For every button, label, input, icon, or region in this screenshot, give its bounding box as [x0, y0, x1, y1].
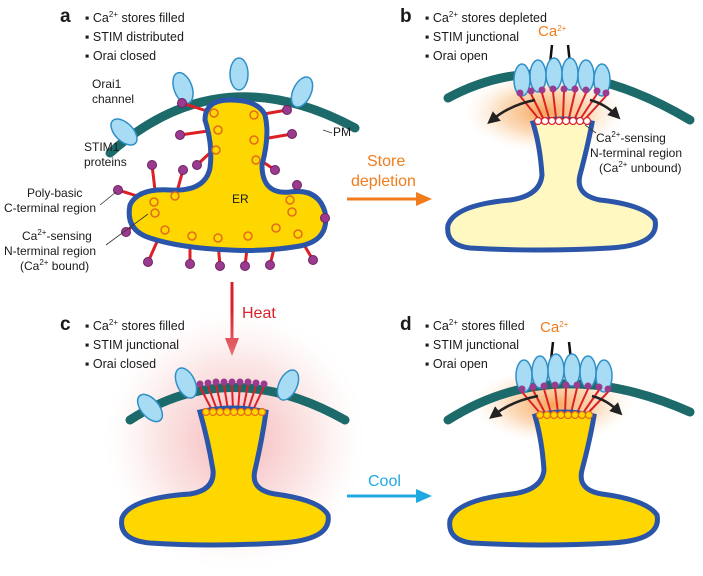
bullet-item: ▪ Ca2+​ stores filled — [425, 318, 525, 333]
endoplasmic-reticulum — [447, 409, 660, 548]
stim-linkers — [519, 91, 607, 119]
panel-label: d — [400, 314, 412, 335]
bullet-list: ▪ Ca2+​ stores filled ▪ STIM distributed… — [85, 10, 185, 63]
bullet-item: ▪ STIM junctional — [85, 338, 179, 352]
svg-text:(Ca2+​ unbound): (Ca2+​ unbound) — [599, 160, 682, 175]
ca-bound-domains — [201, 407, 267, 417]
svg-text:N-terminal region: N-terminal region — [4, 244, 96, 258]
panel-c: c ▪ Ca2+​ stores filled ▪ STIM junctiona… — [60, 310, 365, 570]
stim-tips — [516, 85, 610, 97]
panel-label: a — [60, 6, 71, 27]
svg-text:Cool: Cool — [368, 473, 401, 490]
svg-text:Ca2+​-sensing: Ca2+​-sensing — [596, 130, 666, 145]
calcium-ion-label: Ca2+​ — [540, 319, 569, 336]
endoplasmic-reticulum-depleted — [445, 116, 658, 253]
svg-text:(Ca2+​ bound): (Ca2+​ bound) — [20, 258, 89, 273]
panel-b: b ▪ Ca2+​ stores depleted ▪ STIM junctio… — [400, 6, 695, 253]
svg-text:STIM1: STIM1 — [84, 140, 120, 154]
cool-arrow: Cool — [347, 473, 432, 503]
bullet-item: ▪ Orai closed — [85, 357, 156, 371]
calcium-ion-label: Ca2+​ — [538, 23, 567, 40]
er-label: ER — [232, 192, 249, 206]
store-depletion-arrow: Store depletion — [347, 153, 432, 206]
stim-tips — [196, 378, 268, 388]
calcium-flow-arrow-right — [591, 394, 623, 416]
bullet-item: ▪ Ca2+​ stores filled — [85, 318, 185, 333]
svg-text:Store: Store — [367, 153, 405, 170]
plasma-membrane — [443, 379, 695, 425]
bullet-text: Ca2+​ stores filled — [93, 10, 185, 25]
ca-bound-domains — [149, 108, 303, 243]
panel-a: a ▪ Ca2+​ stores filled ▪ STIM distribut… — [4, 6, 360, 273]
stim-linkers — [521, 387, 609, 414]
orai-channel — [276, 369, 300, 401]
ca-sensing-unbound-label: Ca2+​-sensing N-terminal region (Ca2+​ u… — [590, 130, 682, 175]
bullet-item: ▪ Orai closed — [85, 49, 156, 63]
svg-text:Orai1: Orai1 — [92, 77, 122, 91]
orai-channel — [290, 76, 314, 108]
svg-text:proteins: proteins — [84, 155, 127, 169]
svg-text:C-terminal region: C-terminal region — [4, 201, 96, 215]
orai-channel-cluster — [513, 57, 611, 97]
svg-text:channel: channel — [92, 92, 134, 106]
ca-unbound-domains — [533, 116, 592, 126]
ca-bound-domains — [535, 410, 594, 420]
panel-label: b — [400, 6, 412, 27]
panel-label: c — [60, 314, 71, 335]
endoplasmic-reticulum — [119, 405, 331, 548]
bullet-item: ▪ STIM junctional — [425, 338, 519, 352]
poly-basic-label: Poly-basic C-terminal region — [4, 186, 96, 215]
stim-tips — [518, 381, 612, 393]
orai-channel — [229, 57, 249, 91]
calcium-flow-arrow-left — [489, 394, 539, 419]
bullet-item: ▪ STIM junctional — [425, 30, 519, 44]
svg-text:N-terminal region: N-terminal region — [590, 146, 682, 160]
bullet-item: ▪ Ca2+​ stores depleted — [425, 10, 547, 25]
stim-tips — [113, 98, 330, 271]
stim1-proteins-label: STIM1 proteins — [84, 140, 127, 169]
bullet-item: ▪ Ca2+​ stores filled — [85, 10, 185, 25]
orai1-channel-label: Orai1 channel — [92, 77, 134, 106]
bullet-item: ▪ Orai open — [425, 357, 488, 371]
calcium-flow-arrow-right — [589, 98, 621, 120]
bullet-item: ▪ Orai open — [425, 49, 488, 63]
svg-text:Ca2+​-sensing: Ca2+​-sensing — [22, 228, 92, 243]
bullet-list: ▪ Ca2+​ stores depleted ▪ STIM junctiona… — [425, 10, 547, 63]
svg-text:depletion: depletion — [351, 173, 416, 190]
orai-channel — [172, 71, 194, 105]
bullet-list: ▪ Ca2+​ stores filled ▪ STIM junctional … — [425, 318, 525, 371]
orai-channel — [174, 367, 198, 399]
panel-d: d ▪ Ca2+​ stores filled ▪ STIM junctiona… — [400, 314, 695, 548]
bullet-item: ▪ STIM distributed — [85, 30, 184, 44]
endoplasmic-reticulum — [126, 97, 329, 253]
ca-sensing-label: Ca2+​-sensing N-terminal region (Ca2+​ b… — [4, 228, 96, 273]
svg-text:Poly-basic: Poly-basic — [27, 186, 82, 200]
pm-label: PM — [333, 125, 351, 139]
orai-channel — [136, 393, 164, 423]
calcium-flow-arrow-left — [487, 98, 536, 124]
orai-channel — [110, 118, 138, 146]
